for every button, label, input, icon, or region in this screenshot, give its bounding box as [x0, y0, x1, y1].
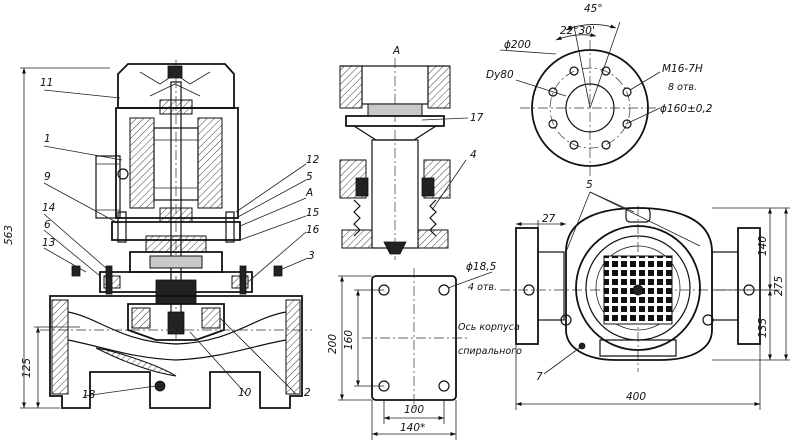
leader-14: 14 — [42, 202, 55, 214]
leader-A-main: A — [305, 187, 313, 199]
dim-flange-bolt-circle: ϕ160±0,2 — [660, 103, 713, 115]
leader-18: 18 — [82, 389, 96, 401]
dim-foot-hole: ϕ18,5 — [466, 261, 497, 273]
leader-2: 2 — [304, 387, 311, 399]
stator-right — [197, 117, 223, 209]
dim-flange-45: 45° — [584, 3, 603, 15]
main-leaders — [43, 89, 309, 397]
dim-plan-140: 140 — [757, 236, 769, 256]
dim-plan-27: 27 — [542, 213, 556, 225]
leader-12: 12 — [306, 154, 320, 166]
leader-9: 9 — [44, 171, 51, 183]
leader-6: 6 — [44, 219, 51, 231]
dim-flange-holes: 8 отв. — [668, 82, 697, 93]
leader-16: 16 — [306, 224, 320, 236]
motor-body — [115, 107, 239, 219]
stator-left — [129, 117, 155, 209]
cover-flange — [99, 271, 253, 293]
leader-3: 3 — [308, 250, 315, 262]
dim-plan-275: 275 — [773, 276, 785, 296]
dim-foot-140: 140* — [400, 422, 425, 434]
detail-a-title: A — [392, 45, 400, 57]
dim-foot-160: 160 — [343, 330, 355, 350]
leader-5-main: 5 — [306, 171, 313, 183]
dim-flange-thread: M16-7H — [662, 63, 703, 75]
dim-flange-od: ϕ200 — [504, 39, 531, 51]
dim-563-label: 563 — [3, 225, 15, 245]
foot-plan-view — [338, 268, 493, 440]
pump-section-view — [20, 60, 312, 409]
leader-5-plan: 5 — [586, 179, 593, 191]
leader-1: 1 — [44, 133, 51, 145]
dim-plan-135: 135 — [757, 318, 769, 338]
dim-flange-dy80: Dy80 — [486, 69, 514, 81]
leader-15: 15 — [306, 207, 320, 219]
dim-flange-22-30: 22°30' — [560, 25, 595, 37]
leader-13: 13 — [42, 237, 55, 249]
pump-plan-view — [500, 191, 790, 410]
axis-note-1: Ось корпуса — [458, 322, 520, 333]
dim-foot-holes-count: 4 отв. — [468, 282, 497, 293]
leader-11: 11 — [40, 77, 53, 89]
dim-overall-height — [20, 67, 110, 409]
volute-plan — [565, 207, 713, 361]
leader-17: 17 — [470, 112, 484, 124]
motor-plan-outline — [575, 225, 701, 351]
axis-note-2: спирального — [458, 346, 522, 357]
detail-a-view: A — [339, 45, 469, 260]
flange-view — [499, 21, 661, 176]
dim-foot-100: 100 — [404, 404, 424, 416]
impeller — [127, 303, 225, 341]
flange-bolt-holes — [548, 66, 632, 150]
dim-foot-200: 200 — [327, 334, 339, 354]
leader-4: 4 — [470, 149, 477, 161]
leader-7: 7 — [536, 371, 543, 383]
dim-plan-400: 400 — [626, 391, 646, 403]
dim-125-label: 125 — [21, 358, 33, 378]
leader-10: 10 — [238, 387, 252, 399]
volute-casing — [49, 295, 303, 409]
